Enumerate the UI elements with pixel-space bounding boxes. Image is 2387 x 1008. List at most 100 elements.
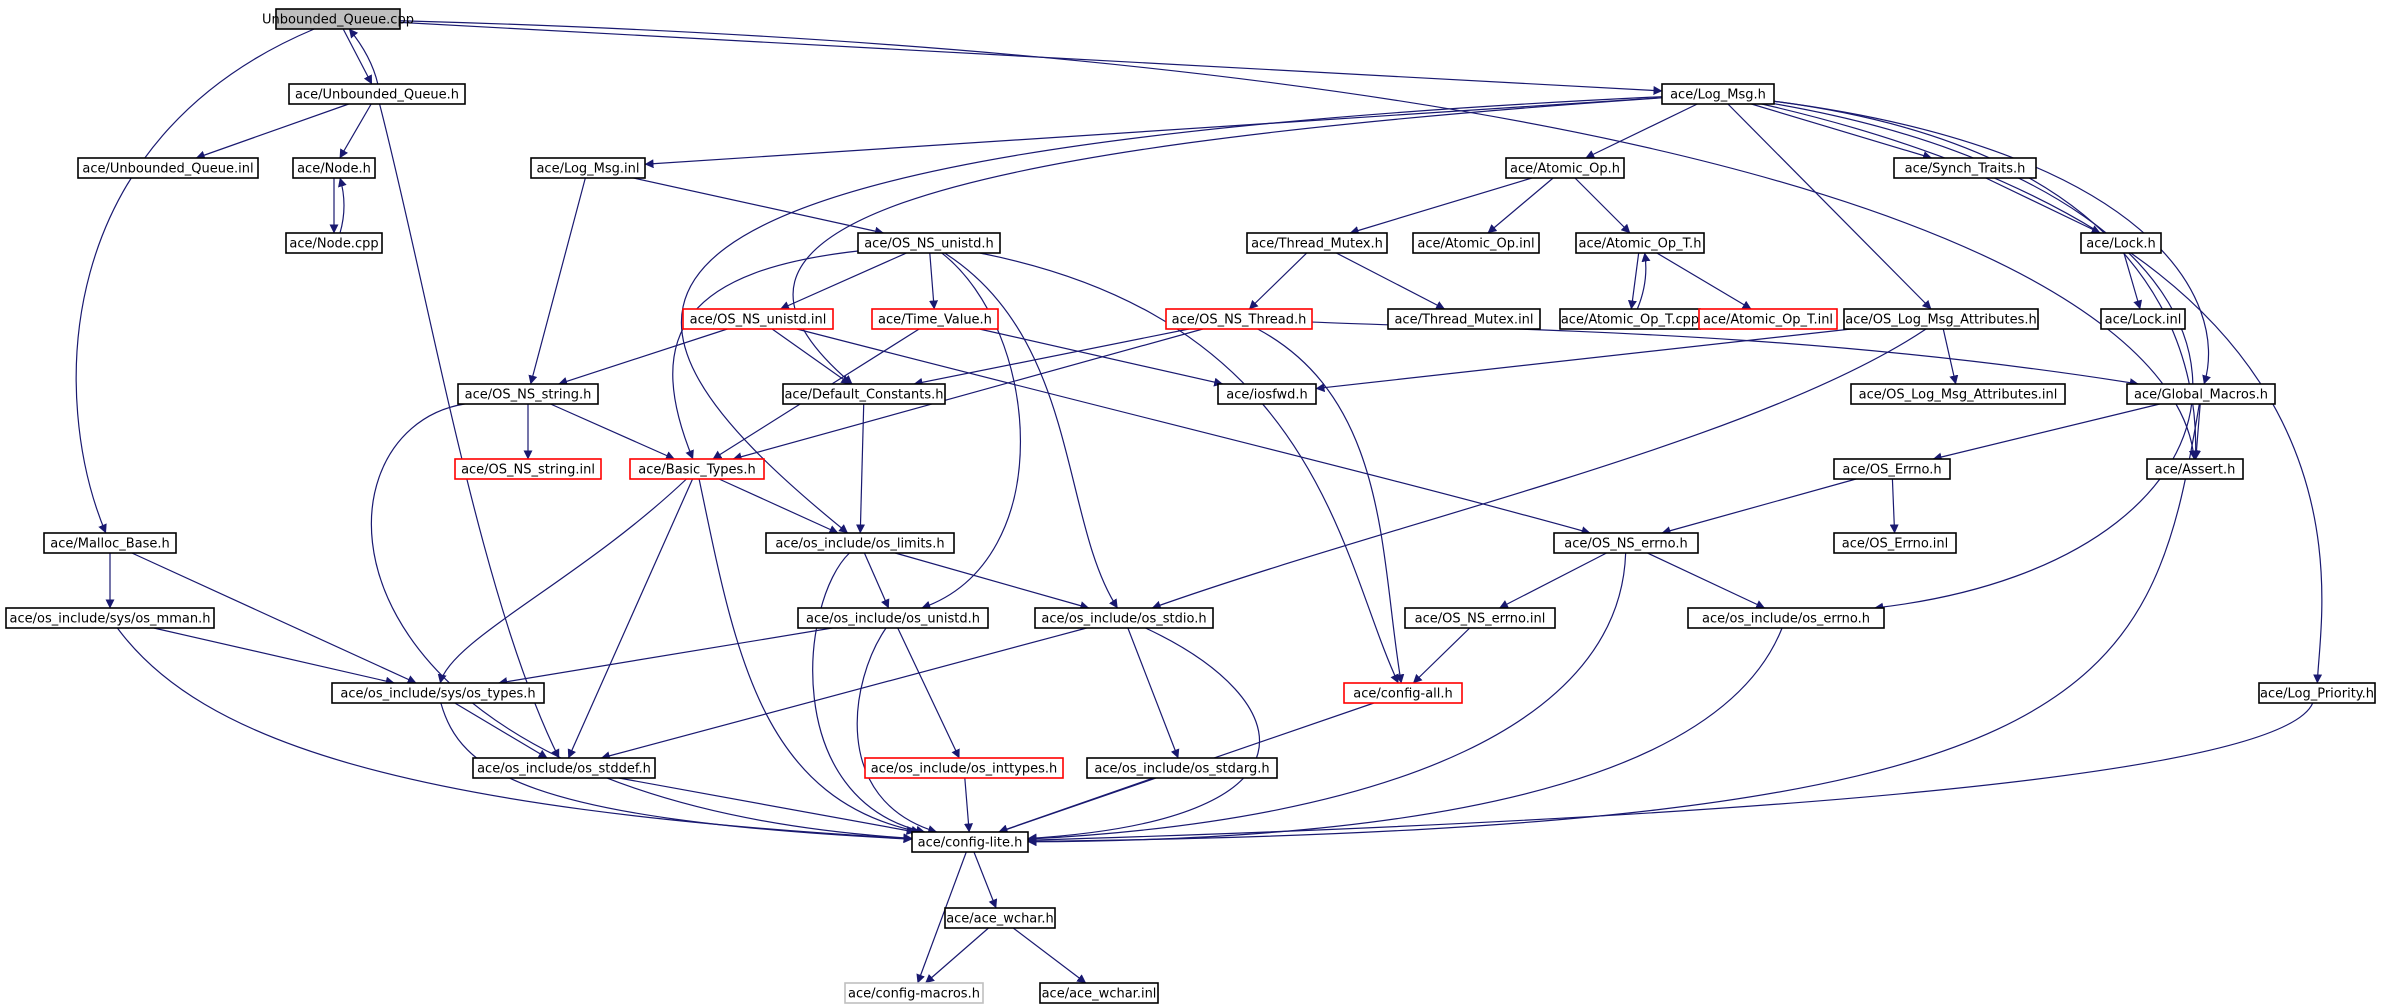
edge-logmsginl-to-osunistd (633, 177, 884, 236)
edge-osunistd-to-configall (979, 252, 1399, 684)
node-label: ace/os_include/os_unistd.h (806, 612, 980, 627)
node-label: ace/config-lite.h (918, 836, 1023, 851)
edge-basictypes-to-ostypes (437, 478, 687, 684)
node-label: ace/OS_Errno.inl (1842, 537, 1948, 552)
node-label: ace/Atomic_Op_T.h (1579, 237, 1702, 252)
node-label: ace/Node.h (297, 162, 371, 177)
graph-node-iosfwd[interactable]: ace/iosfwd.h (1217, 383, 1317, 405)
graph-node-osunistd[interactable]: ace/OS_NS_unistd.h (857, 232, 1001, 254)
edge-basictypes-to-osstddef (567, 478, 694, 759)
graph-node-atomict[interactable]: ace/Atomic_Op_T.h (1575, 232, 1705, 254)
edge-lock-to-lockinl (2123, 252, 2143, 310)
graph-node-synch[interactable]: ace/Synch_Traits.h (1893, 157, 2037, 179)
graph-node-defconst[interactable]: ace/Default_Constants.h (782, 383, 946, 405)
edge-osunistdh-to-osinttypes (897, 627, 960, 759)
graph-node-uqinl[interactable]: ace/Unbounded_Queue.inl (77, 157, 259, 179)
edge-incerrno-to-configlite (1027, 627, 1783, 847)
graph-node-nodecpp[interactable]: ace/Node.cpp (285, 232, 383, 254)
graph-node-logpriority[interactable]: ace/Log_Priority.h (2258, 682, 2376, 704)
graph-node-osstdarg[interactable]: ace/os_include/os_stdarg.h (1086, 757, 1278, 779)
node-label: ace/Atomic_Op.inl (1417, 237, 1534, 252)
node-box (454, 458, 602, 480)
graph-node-root[interactable]: Unbounded_Queue.cpp (262, 8, 414, 30)
edge-logmsg-to-synch (1751, 103, 1933, 160)
graph-node-globalmacros[interactable]: ace/Global_Macros.h (2126, 383, 2276, 405)
edge-osunistdinl-to-osnserrno (796, 328, 1591, 536)
edge-globalmacros-to-assert (2191, 403, 2201, 460)
graph-node-assert[interactable]: ace/Assert.h (2146, 458, 2244, 480)
node-label: ace/iosfwd.h (1226, 388, 1307, 403)
graph-node-lock[interactable]: ace/Lock.h (2080, 232, 2162, 254)
graph-node-configall[interactable]: ace/config-all.h (1343, 682, 1463, 704)
graph-node-configmacros[interactable]: ace/config-macros.h (844, 982, 984, 1004)
graph-node-logmsginl[interactable]: ace/Log_Msg.inl (530, 157, 646, 179)
graph-node-incerrno[interactable]: ace/os_include/os_errno.h (1687, 607, 1885, 629)
graph-node-osnserrno[interactable]: ace/OS_NS_errno.h (1553, 532, 1699, 554)
graph-node-logmsg[interactable]: ace/Log_Msg.h (1661, 83, 1775, 105)
node-label: ace/Default_Constants.h (784, 388, 943, 403)
graph-node-atomictcpp[interactable]: ace/Atomic_Op_T.cpp (1559, 308, 1701, 330)
edge-osstring-to-configlite (370, 403, 913, 843)
graph-node-basictypes[interactable]: ace/Basic_Types.h (629, 458, 765, 480)
edge-osunistd-to-osstdio (944, 252, 1118, 609)
graph-node-threadmutex[interactable]: ace/Thread_Mutex.h (1246, 232, 1388, 254)
edge-uqh-to-nodeh (339, 103, 372, 159)
graph-node-osstddef[interactable]: ace/os_include/os_stddef.h (472, 757, 656, 779)
edge-osunistdh-to-ostypes (498, 627, 833, 687)
node-label: ace/OS_NS_unistd.h (864, 237, 994, 252)
edge-configlite-to-acewchar (973, 851, 998, 909)
graph-node-osstringinl[interactable]: ace/OS_NS_string.inl (454, 458, 602, 480)
graph-node-oserrnoinl[interactable]: ace/OS_Errno.inl (1833, 532, 1957, 554)
edge-root-to-mallocbase (75, 28, 315, 534)
edge-osthread-to-configall (1257, 328, 1405, 684)
graph-node-osstring[interactable]: ace/OS_NS_string.h (457, 383, 599, 405)
node-box (797, 607, 989, 629)
graph-node-osthread[interactable]: ace/OS_NS_Thread.h (1165, 308, 1313, 330)
graph-node-timevalue[interactable]: ace/Time_Value.h (871, 308, 999, 330)
graph-node-lockinl[interactable]: ace/Lock.inl (2100, 308, 2186, 330)
edge-oserrno-to-oserrnoinl (1889, 478, 1899, 534)
graph-node-osnserrnoinl[interactable]: ace/OS_NS_errno.inl (1404, 607, 1556, 629)
graph-node-logattr[interactable]: ace/OS_Log_Msg_Attributes.h (1843, 308, 2039, 330)
edge-ostypes-to-configlite (440, 702, 913, 844)
graph-node-ostypes[interactable]: ace/os_include/sys/os_types.h (331, 682, 545, 704)
edge-atomict-to-atomictcpp (1627, 252, 1640, 310)
graph-node-mallocbase[interactable]: ace/Malloc_Base.h (43, 532, 177, 554)
edge-ostypes-to-osstddef (454, 702, 548, 759)
node-box (1034, 607, 1214, 629)
node-box (871, 308, 999, 330)
edge-osnserrnoinl-to-configall (1412, 627, 1471, 684)
graph-node-osunistdh[interactable]: ace/os_include/os_unistd.h (797, 607, 989, 629)
node-box (288, 83, 466, 105)
graph-node-atomicinl[interactable]: ace/Atomic_Op.inl (1412, 232, 1540, 254)
node-box (1575, 232, 1705, 254)
edge-uqh-to-root (348, 28, 379, 85)
graph-node-oserrno[interactable]: ace/OS_Errno.h (1833, 458, 1951, 480)
graph-node-acewchar[interactable]: ace/ace_wchar.h (944, 907, 1056, 929)
graph-node-osunistdinl[interactable]: ace/OS_NS_unistd.inl (682, 308, 834, 330)
node-box (43, 532, 177, 554)
node-label: ace/os_include/os_inttypes.h (871, 762, 1058, 777)
graph-node-uqh[interactable]: ace/Unbounded_Queue.h (288, 83, 466, 105)
edge-osstdarg-to-configlite (998, 777, 1154, 834)
graph-node-oslimits[interactable]: ace/os_include/os_limits.h (765, 532, 955, 554)
edge-atomict-to-atomictinl (1656, 252, 1752, 310)
graph-node-configlite[interactable]: ace/config-lite.h (911, 831, 1029, 853)
node-box (1843, 308, 2039, 330)
graph-node-atomic[interactable]: ace/Atomic_Op.h (1505, 157, 1625, 179)
node-box (765, 532, 955, 554)
graph-node-osmman[interactable]: ace/os_include/sys/os_mman.h (5, 607, 215, 629)
graph-node-nodeh[interactable]: ace/Node.h (292, 157, 376, 179)
graph-node-acewcharinl[interactable]: ace/ace_wchar.inl (1039, 982, 1159, 1004)
graph-node-atomictinl[interactable]: ace/Atomic_Op_T.inl (1698, 308, 1838, 330)
edge-logattr-to-iosfwd (1315, 328, 1852, 393)
node-label: ace/os_include/os_limits.h (775, 537, 944, 552)
edge-logmsg-to-assert (1773, 100, 2201, 460)
node-label: ace/Log_Msg.h (1670, 88, 1766, 103)
graph-node-logattrinl[interactable]: ace/OS_Log_Msg_Attributes.inl (1850, 383, 2066, 405)
graph-node-osstdio[interactable]: ace/os_include/os_stdio.h (1034, 607, 1214, 629)
graph-node-osinttypes[interactable]: ace/os_include/os_inttypes.h (864, 757, 1064, 779)
node-label: ace/OS_NS_errno.inl (1415, 612, 1546, 627)
graph-node-threadmutexinl[interactable]: ace/Thread_Mutex.inl (1387, 308, 1541, 330)
